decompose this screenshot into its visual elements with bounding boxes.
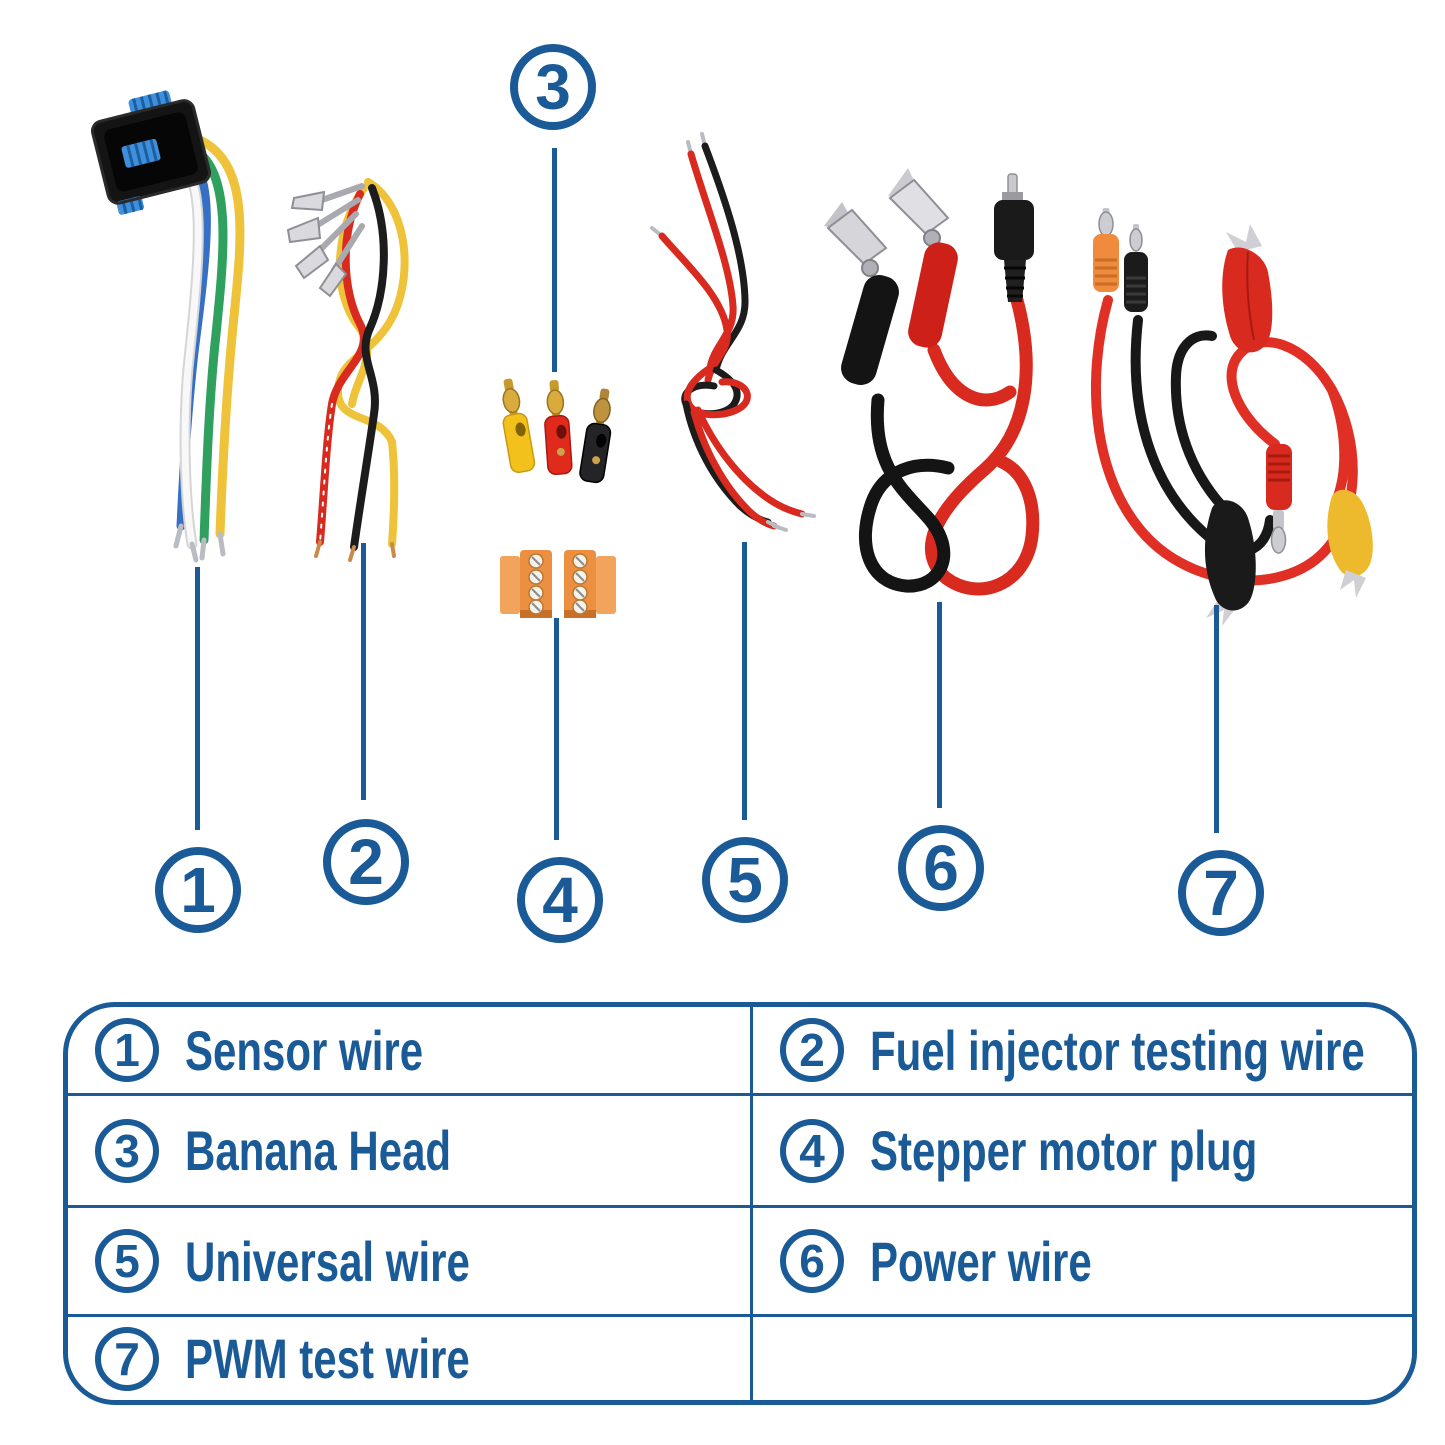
legend-badge-3: 3 — [95, 1118, 159, 1183]
legend-badge-6: 6 — [780, 1229, 844, 1293]
legend-label-power-wire: Power wire — [870, 1229, 1092, 1293]
leader-line-4 — [554, 618, 559, 840]
callout-4: 4 — [517, 857, 603, 943]
callout-7: 7 — [1178, 850, 1264, 936]
banana-head-photo — [502, 378, 612, 484]
callout-6: 6 — [898, 825, 984, 911]
legend-cell-fuel-injector-testing-wire: 2 Fuel injector testing wire — [750, 1007, 1412, 1093]
leader-line-1 — [195, 567, 200, 830]
callout-2: 2 — [323, 819, 409, 905]
pwm-test-wire-photo — [1090, 208, 1373, 626]
legend-cell-power-wire: 6 Power wire — [750, 1205, 1412, 1314]
legend-cell-sensor-wire: 1 Sensor wire — [68, 1007, 750, 1093]
legend-label-pwm-test-wire: PWM test wire — [185, 1327, 470, 1390]
universal-wire-photo — [650, 132, 816, 532]
legend-badge-2: 2 — [780, 1018, 844, 1082]
legend-badge-4: 4 — [780, 1118, 844, 1183]
legend-label-stepper-motor-plug: Stepper motor plug — [870, 1119, 1258, 1182]
callout-3: 3 — [510, 44, 596, 130]
legend-badge-5: 5 — [95, 1229, 159, 1293]
leader-line-6 — [937, 602, 942, 808]
legend-cell-universal-wire: 5 Universal wire — [68, 1205, 750, 1314]
power-wire-photo — [824, 168, 1040, 596]
leader-line-2 — [361, 543, 366, 800]
legend-cell-banana-head: 3 Banana Head — [68, 1093, 750, 1205]
legend-badge-1: 1 — [95, 1018, 159, 1082]
fuel-injector-testing-wire-photo — [286, 178, 409, 562]
legend-cell-empty — [750, 1314, 1412, 1400]
legend-badge-7: 7 — [95, 1326, 159, 1391]
callout-1: 1 — [155, 847, 241, 933]
legend-label-banana-head: Banana Head — [185, 1119, 452, 1182]
sensor-wire-photo — [90, 90, 245, 563]
legend-cell-stepper-motor-plug: 4 Stepper motor plug — [750, 1093, 1412, 1205]
legend-label-fuel-injector-testing-wire: Fuel injector testing wire — [870, 1018, 1365, 1082]
leader-line-7 — [1214, 605, 1219, 833]
legend-label-sensor-wire: Sensor wire — [185, 1018, 424, 1082]
leader-line-5 — [742, 542, 747, 820]
callout-5: 5 — [702, 837, 788, 923]
legend-table: 1 Sensor wire 2 Fuel injector testing wi… — [63, 1002, 1417, 1405]
legend-label-universal-wire: Universal wire — [185, 1229, 470, 1293]
leader-line-3 — [552, 148, 557, 372]
stepper-motor-plug-photo — [500, 550, 616, 618]
legend-cell-pwm-test-wire: 7 PWM test wire — [68, 1314, 750, 1400]
